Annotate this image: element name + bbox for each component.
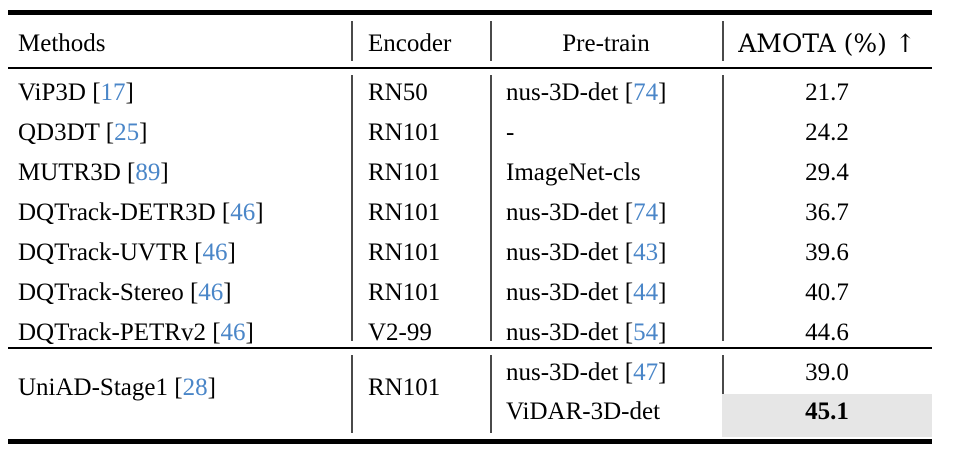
column-separator-encoder-pretrain-footer xyxy=(490,355,492,433)
table-row-amota: 29.4 xyxy=(805,159,849,186)
citation-ref[interactable]: 28 xyxy=(182,374,208,401)
table-row-encoder: RN50 xyxy=(368,79,428,106)
column-separator-pretrain-amota-header xyxy=(722,21,724,61)
citation-ref[interactable]: 47 xyxy=(633,359,659,386)
column-separator-encoder-pretrain-header xyxy=(490,21,492,61)
table-row-amota: 40.7 xyxy=(805,279,849,306)
footer-group-method: UniAD-Stage1 [28] xyxy=(18,374,216,401)
citation-ref[interactable]: 46 xyxy=(230,199,256,226)
table-row-method: MUTR3D [89] xyxy=(18,159,169,186)
column-separator-encoder-pretrain-body xyxy=(490,75,492,341)
table-mid-rule xyxy=(8,347,932,349)
table-row-pretrain: ImageNet-cls xyxy=(506,159,641,186)
footer-subrow-pretrain: nus-3D-det [47] xyxy=(506,359,667,386)
table-row-method: DQTrack-DETR3D [46] xyxy=(18,199,264,226)
column-header-pretrain: Pre-train xyxy=(562,30,650,57)
citation-ref[interactable]: 25 xyxy=(114,119,140,146)
column-header-amota: AMOTA (%) ↑ xyxy=(738,29,916,58)
table-row-encoder: RN101 xyxy=(368,199,441,226)
table-row-pretrain: nus-3D-det [54] xyxy=(506,319,667,346)
footer-subrow-pretrain: ViDAR-3D-det xyxy=(506,398,661,425)
table-row-method: DQTrack-UVTR [46] xyxy=(18,239,236,266)
table-row-method: DQTrack-Stereo [46] xyxy=(18,279,232,306)
results-table: Methods Encoder Pre-train AMOTA (%) ↑ Vi… xyxy=(8,0,932,452)
table-row-method: DQTrack-PETRv2 [46] xyxy=(18,319,254,346)
footer-subrow-amota: 45.1 xyxy=(805,398,849,425)
footer-group-encoder: RN101 xyxy=(368,374,441,401)
citation-ref[interactable]: 46 xyxy=(220,319,246,346)
citation-ref[interactable]: 46 xyxy=(198,279,224,306)
table-row-pretrain: nus-3D-det [44] xyxy=(506,279,667,306)
citation-ref[interactable]: 17 xyxy=(100,79,126,106)
table-row-amota: 24.2 xyxy=(805,119,849,146)
column-header-methods: Methods xyxy=(18,30,106,57)
table-row-encoder: RN101 xyxy=(368,119,441,146)
table-row-amota: 44.6 xyxy=(805,319,849,346)
table-row-amota: 39.6 xyxy=(805,239,849,266)
table-row-pretrain: - xyxy=(506,119,515,146)
table-row-encoder: RN101 xyxy=(368,159,441,186)
table-row-method: ViP3D [17] xyxy=(18,79,134,106)
table-row-encoder: RN101 xyxy=(368,279,441,306)
footer-subrow-amota: 39.0 xyxy=(805,359,849,386)
column-separator-pretrain-amota-body xyxy=(722,75,724,341)
citation-ref[interactable]: 89 xyxy=(135,159,161,186)
column-header-encoder: Encoder xyxy=(368,30,452,57)
citation-ref[interactable]: 44 xyxy=(633,279,659,306)
column-separator-methods-encoder-header xyxy=(351,21,353,61)
citation-ref[interactable]: 46 xyxy=(202,239,228,266)
citation-ref[interactable]: 74 xyxy=(633,79,659,106)
table-bottom-rule xyxy=(8,439,932,444)
table-row-pretrain: nus-3D-det [74] xyxy=(506,199,667,226)
best-result-highlight xyxy=(722,394,932,437)
table-row-amota: 21.7 xyxy=(805,79,849,106)
column-separator-methods-encoder-footer xyxy=(351,355,353,433)
citation-ref[interactable]: 54 xyxy=(633,319,659,346)
table-top-rule xyxy=(8,10,932,15)
column-separator-methods-encoder-body xyxy=(351,75,353,341)
table-row-encoder: V2-99 xyxy=(368,319,432,346)
table-row-pretrain: nus-3D-det [43] xyxy=(506,239,667,266)
table-row-method: QD3DT [25] xyxy=(18,119,148,146)
table-header-rule xyxy=(8,67,932,69)
table-row-pretrain: nus-3D-det [74] xyxy=(506,79,667,106)
table-row-encoder: RN101 xyxy=(368,239,441,266)
citation-ref[interactable]: 74 xyxy=(633,199,659,226)
citation-ref[interactable]: 43 xyxy=(633,239,659,266)
table-row-amota: 36.7 xyxy=(805,199,849,226)
